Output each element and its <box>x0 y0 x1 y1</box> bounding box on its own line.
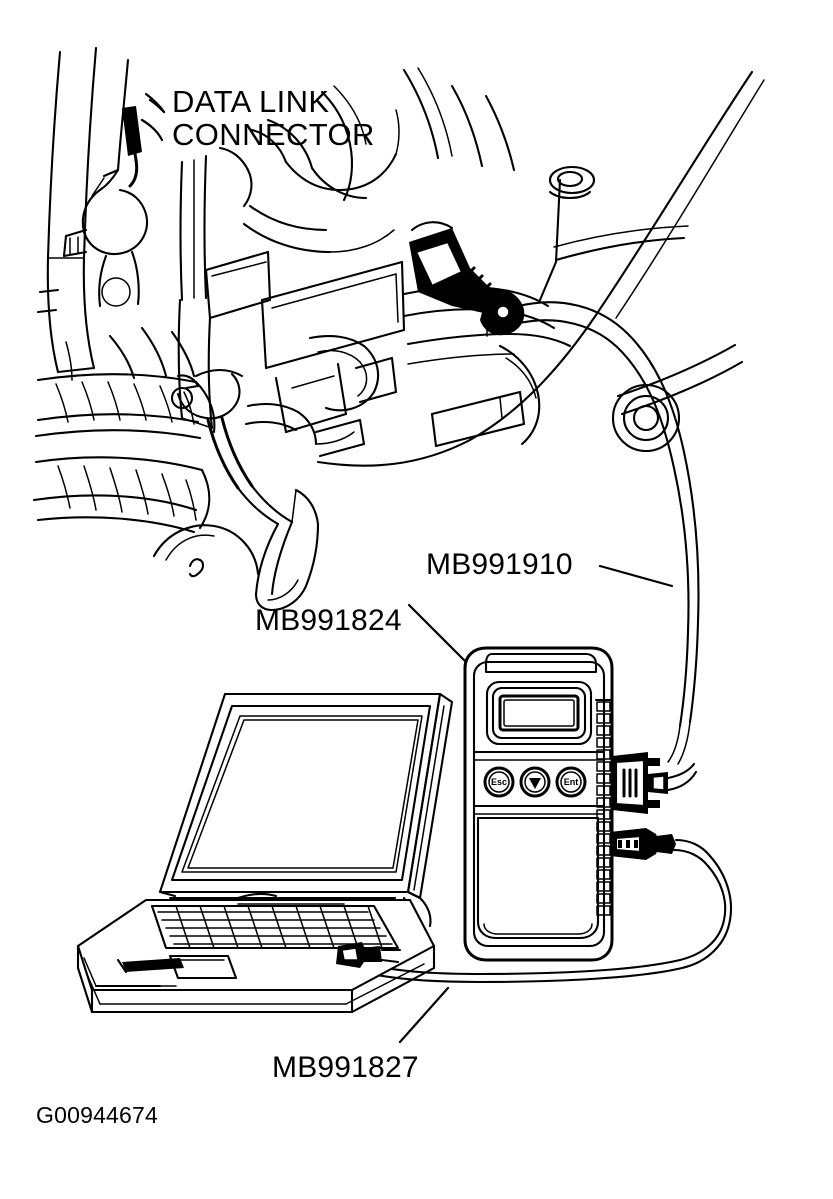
body-panel-arcs <box>316 70 765 467</box>
data-link-leader-hooks <box>140 92 166 142</box>
labels: DATA LINK CONNECTOR MB991910 MB991824 MB… <box>36 84 573 1128</box>
button-esc-label: Esc <box>491 777 507 787</box>
kick-panel-ribbed <box>32 326 216 534</box>
label-data-link-line2: CONNECTOR <box>172 117 375 152</box>
leader-mb991910 <box>598 564 674 588</box>
down-arrow-icon <box>529 778 541 789</box>
laptop-touchpad[interactable] <box>168 954 238 980</box>
pillar-left <box>36 46 98 374</box>
label-mb991824: MB991824 <box>255 604 402 637</box>
leader-lines <box>398 564 674 1044</box>
laptop-screen <box>181 715 423 873</box>
laptop-port <box>336 942 402 968</box>
laptop-pointer-bar[interactable] <box>122 958 184 972</box>
lower-arc-detail <box>152 524 260 578</box>
cable-mb991910 <box>513 301 700 765</box>
button-ent[interactable]: Ent <box>555 766 587 798</box>
vehicle-underdash-illustration <box>32 46 765 612</box>
button-down-arrow[interactable] <box>519 766 551 798</box>
label-data-link-line1: DATA LINK <box>172 84 330 119</box>
serial-connector-port <box>610 828 712 868</box>
data-link-connector-plug <box>409 221 525 337</box>
label-mb991827: MB991827 <box>272 1051 419 1084</box>
grommet-top <box>548 165 596 200</box>
pedal-assembly <box>170 368 366 612</box>
button-ent-label: Ent <box>564 777 579 787</box>
label-mb991910: MB991910 <box>426 548 573 581</box>
label-figure-code: G00944674 <box>36 1102 158 1128</box>
d-sub-connector-port <box>612 752 698 814</box>
upper-left-bracket <box>62 58 148 308</box>
laptop-computer <box>76 692 454 1014</box>
lcd-display <box>485 680 593 746</box>
leader-mb991827 <box>398 986 450 1044</box>
button-esc[interactable]: Esc <box>483 766 515 798</box>
leader-mb991824 <box>407 603 468 664</box>
scan-tool-mb991824: Esc Ent <box>463 646 712 962</box>
